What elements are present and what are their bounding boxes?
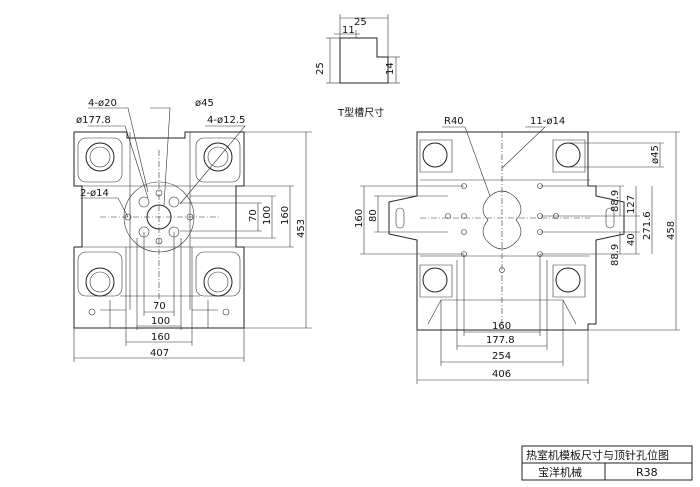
left-tie-bar-holes bbox=[77, 137, 241, 297]
right-label-holes-11: 11-ø14 bbox=[530, 116, 565, 127]
left-dim-453: 453 bbox=[296, 219, 307, 238]
right-platen-view: R40 11-ø14 ø45 88.9 127 40 88.9 271.6 4 bbox=[354, 116, 680, 384]
right-dim-160-vertical: 160 bbox=[354, 209, 365, 228]
left-vertical-dims: 70 100 160 453 bbox=[180, 131, 312, 329]
right-dim-40: 40 bbox=[626, 233, 637, 246]
right-dim-177-8: 177.8 bbox=[486, 335, 515, 346]
title-block-title: 热室机模板尺寸与顶针孔位图 bbox=[526, 448, 669, 462]
left-center-pattern bbox=[100, 150, 220, 300]
left-label-pcd-177: ø177.8 bbox=[76, 115, 111, 126]
left-dim-160-vertical: 160 bbox=[280, 206, 291, 225]
left-label-holes-14: 2-ø14 bbox=[80, 188, 109, 199]
title-block-model: R38 bbox=[636, 466, 658, 479]
tslot-dim-height-neck: 14 bbox=[385, 62, 396, 75]
tslot-dim-width-top: 11 bbox=[342, 25, 355, 36]
right-dim-271-6: 271.6 bbox=[642, 211, 653, 240]
left-dim-407: 407 bbox=[150, 348, 169, 359]
right-dim-bore-45: ø45 bbox=[650, 145, 661, 164]
right-dim-88-9-top: 88.9 bbox=[610, 190, 621, 212]
right-label-radius: R40 bbox=[444, 116, 464, 127]
right-dim-88-9-bottom: 88.9 bbox=[610, 244, 621, 266]
left-label-holes-12: 4-ø12.5 bbox=[207, 115, 245, 126]
left-dim-100-vertical: 100 bbox=[262, 206, 273, 225]
title-block-company: 宝洋机械 bbox=[538, 465, 582, 479]
right-ejector-slot bbox=[482, 190, 522, 250]
left-horizontal-dims: 70 100 160 407 bbox=[73, 232, 245, 362]
right-dim-406: 406 bbox=[492, 369, 511, 380]
tslot-outline bbox=[339, 37, 389, 84]
right-tie-bar-holes bbox=[419, 139, 586, 298]
left-platen-view: 4-ø20 ø45 ø177.8 4-ø12.5 2-ø14 70 100 16… bbox=[73, 98, 312, 362]
tslot-detail: 25 11 25 14 T型槽尺寸 bbox=[315, 14, 400, 119]
tslot-dim-width-total: 25 bbox=[354, 17, 367, 28]
left-dim-70-vertical: 70 bbox=[248, 209, 259, 222]
right-dim-80-vertical: 80 bbox=[368, 209, 379, 222]
left-label-bore-45: ø45 bbox=[195, 98, 214, 109]
left-label-holes-20: 4-ø20 bbox=[88, 98, 117, 109]
right-left-dims: 160 80 bbox=[354, 185, 464, 255]
title-block: 热室机模板尺寸与顶针孔位图 宝洋机械 R38 bbox=[521, 445, 693, 481]
left-dim-160-horizontal: 160 bbox=[151, 332, 170, 343]
left-dim-100-horizontal: 100 bbox=[151, 316, 170, 327]
left-dim-70-horizontal: 70 bbox=[153, 301, 166, 312]
right-dim-254: 254 bbox=[492, 351, 511, 362]
right-horizontal-dims: 160 177.8 254 406 bbox=[416, 254, 589, 384]
right-dim-160-horizontal: 160 bbox=[492, 321, 511, 332]
right-dim-127: 127 bbox=[626, 195, 637, 214]
right-dim-458: 458 bbox=[666, 221, 677, 240]
tslot-caption: T型槽尺寸 bbox=[337, 106, 384, 119]
tslot-dim-height-total: 25 bbox=[315, 62, 326, 75]
right-vertical-dims: ø45 88.9 127 40 88.9 271.6 458 bbox=[540, 131, 680, 331]
